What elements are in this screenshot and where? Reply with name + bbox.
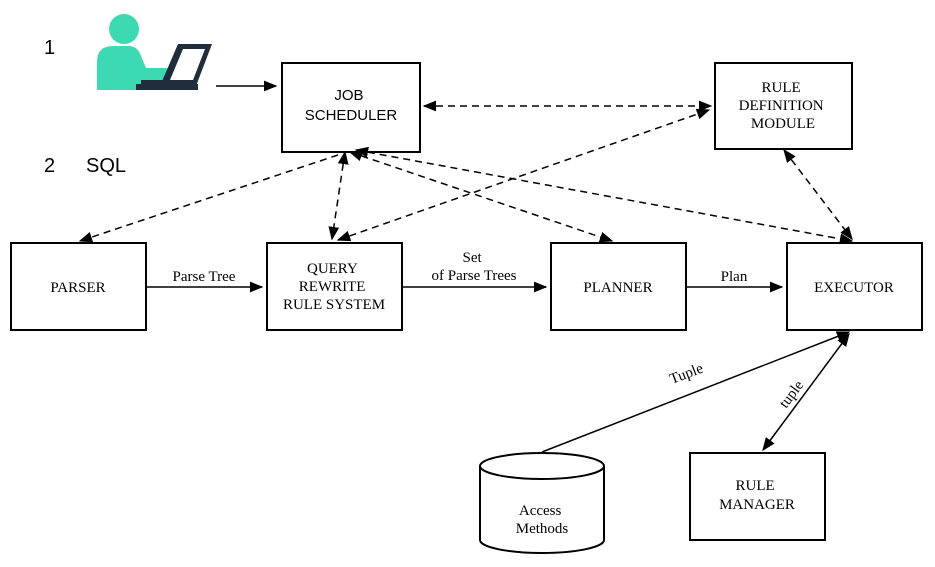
parse-tree-label: Parse Tree — [173, 269, 236, 285]
parser-label: PARSER — [50, 280, 105, 296]
step-1-number: 1 — [44, 37, 55, 59]
rewrite-rule-definition-link — [336, 108, 711, 242]
step-2-number: 2 — [44, 155, 55, 177]
query-rewrite-box — [266, 242, 403, 331]
executor-label: EXECUTOR — [814, 280, 894, 296]
rule-manager-box — [689, 452, 826, 541]
scheduler-rewrite-link — [328, 150, 349, 241]
executor-box — [786, 242, 923, 331]
user-at-laptop-icon — [97, 14, 212, 90]
planner-label: PLANNER — [583, 280, 652, 296]
access-methods-label: Access Methods — [516, 503, 569, 537]
plan-label: Plan — [721, 269, 748, 285]
step-2-sql-label: SQL — [86, 155, 126, 177]
rule-manager-executor-arrow — [762, 332, 850, 452]
tuple-access-label: Tuple — [668, 361, 706, 388]
rule-manager-label: RULE MANAGER — [719, 478, 795, 513]
rule-definition-module-box — [714, 62, 853, 150]
tuple-rule-label: tuple — [776, 378, 807, 412]
query-rewrite-label: QUERY REWRITE RULE SYSTEM — [283, 261, 385, 313]
access-methods-cylinder — [479, 452, 605, 554]
rule-definition-executor-link — [783, 148, 853, 241]
set-of-parse-trees-label: Set of Parse Trees — [432, 250, 517, 284]
scheduler-to-parser-link — [78, 154, 339, 243]
rule-definition-module-label: RULE DEFINITION MODULE — [739, 80, 828, 132]
scheduler-executor-link — [354, 146, 854, 245]
scheduler-planner-link — [348, 150, 614, 243]
